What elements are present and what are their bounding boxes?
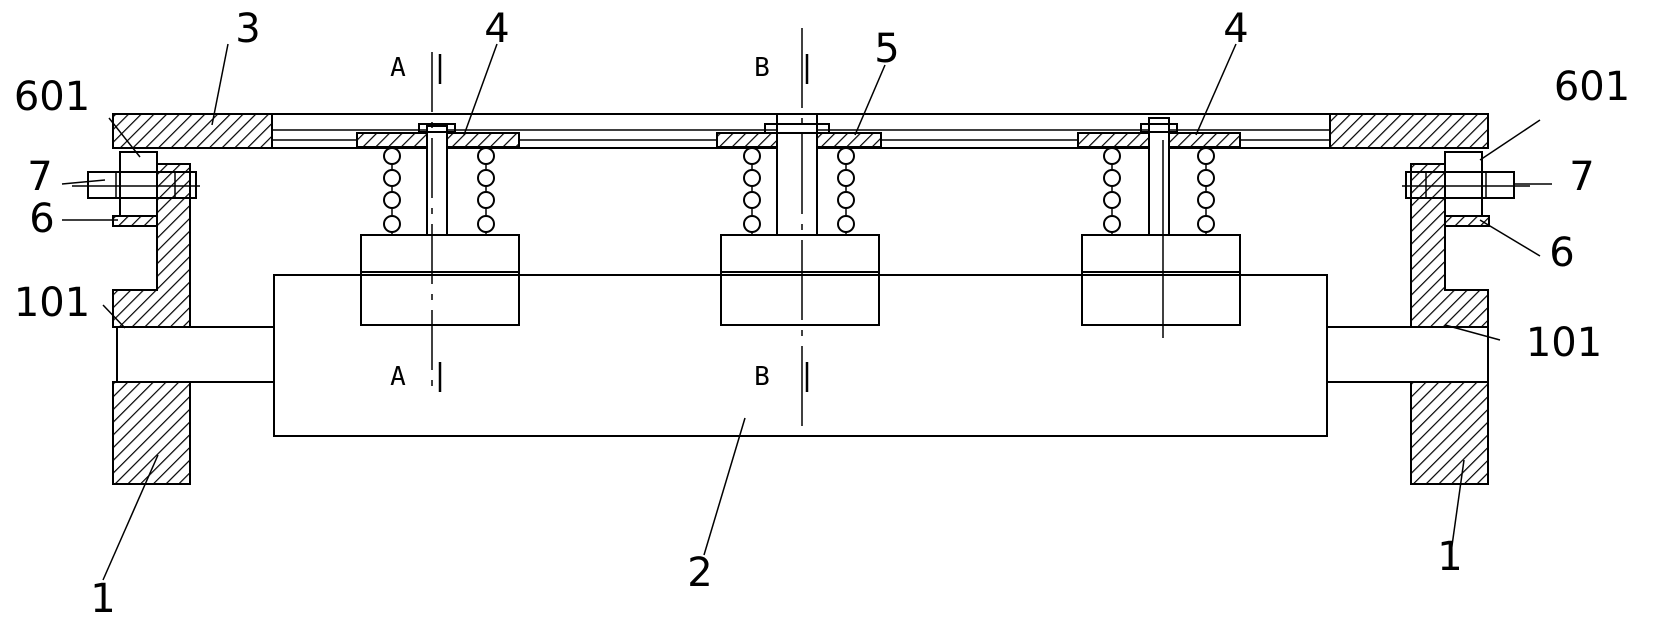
label-part1-left: 1 — [90, 576, 115, 616]
axle-right — [1326, 326, 1489, 383]
spring-coil — [477, 169, 495, 187]
part-labels: 3 601 7 6 101 1 4 5 4 601 7 6 101 1 2 — [14, 6, 1630, 621]
spring-coil — [1103, 191, 1121, 209]
spring-coil — [383, 191, 401, 209]
bolt-right-7 — [1405, 171, 1515, 199]
spring-coil — [1103, 169, 1121, 187]
side-axles — [116, 326, 1489, 383]
label-part4-right: 4 — [1223, 6, 1248, 52]
spring-coil — [743, 191, 761, 209]
spring-coil — [1103, 147, 1121, 165]
washer-right-6 — [1444, 215, 1490, 227]
spring-coil — [1197, 191, 1215, 209]
spring-coil — [837, 147, 855, 165]
label-part1-right: 1 — [1437, 534, 1462, 580]
block-center — [720, 234, 880, 326]
label-part601-left: 601 — [14, 74, 90, 120]
support-right — [1410, 163, 1489, 485]
spring-coil — [743, 169, 761, 187]
label-part4-left: 4 — [484, 6, 509, 52]
section-marks: A A B B — [390, 53, 770, 392]
bolt-left-7 — [87, 171, 197, 199]
section-b-bottom: B — [754, 362, 770, 392]
washer-left-6 — [112, 215, 158, 227]
label-part3: 3 — [235, 6, 260, 52]
leader-lines — [61, 43, 1552, 581]
label-part7-right: 7 — [1569, 154, 1594, 200]
spring-coil — [383, 169, 401, 187]
spring-coil — [477, 215, 495, 233]
shaft-right — [1148, 117, 1170, 238]
spring-coil — [837, 191, 855, 209]
support-left — [112, 163, 191, 485]
label-part7-left: 7 — [27, 154, 52, 200]
shafts — [418, 113, 1178, 238]
spring-coil — [1197, 169, 1215, 187]
label-part5: 5 — [874, 26, 899, 72]
label-part601-right: 601 — [1554, 64, 1630, 110]
center-lines — [431, 28, 1164, 430]
section-a-bottom: A — [390, 362, 406, 392]
section-a-top: A — [390, 53, 406, 83]
frame-right-end — [1329, 113, 1489, 149]
spring-coil — [383, 215, 401, 233]
frame-left-end — [112, 113, 273, 149]
bolt-left — [72, 151, 200, 227]
spring-coil — [743, 147, 761, 165]
spring-coil — [1103, 215, 1121, 233]
springs — [383, 146, 1215, 236]
bolt-right — [1402, 151, 1530, 227]
label-part6-right: 6 — [1549, 230, 1574, 276]
spring-coil — [383, 147, 401, 165]
section-b-top: B — [754, 53, 770, 83]
spring-coil — [477, 191, 495, 209]
nut-right-601 — [1444, 151, 1483, 219]
spring-coil — [837, 215, 855, 233]
spring-coil — [1197, 215, 1215, 233]
label-part6-left: 6 — [29, 196, 54, 242]
holder-blocks — [360, 234, 1241, 326]
spring-coil — [837, 169, 855, 187]
shaft-center — [776, 113, 818, 238]
nut-left-601 — [119, 151, 158, 219]
label-part101-left: 101 — [14, 280, 90, 326]
block-left — [360, 234, 520, 326]
label-part2: 2 — [687, 550, 712, 596]
spring-coil — [477, 147, 495, 165]
label-part101-right: 101 — [1526, 320, 1602, 366]
spring-coil — [1197, 147, 1215, 165]
axle-left — [116, 326, 275, 383]
block-right — [1081, 234, 1241, 326]
spring-coil — [743, 215, 761, 233]
shaft-left — [426, 125, 448, 238]
